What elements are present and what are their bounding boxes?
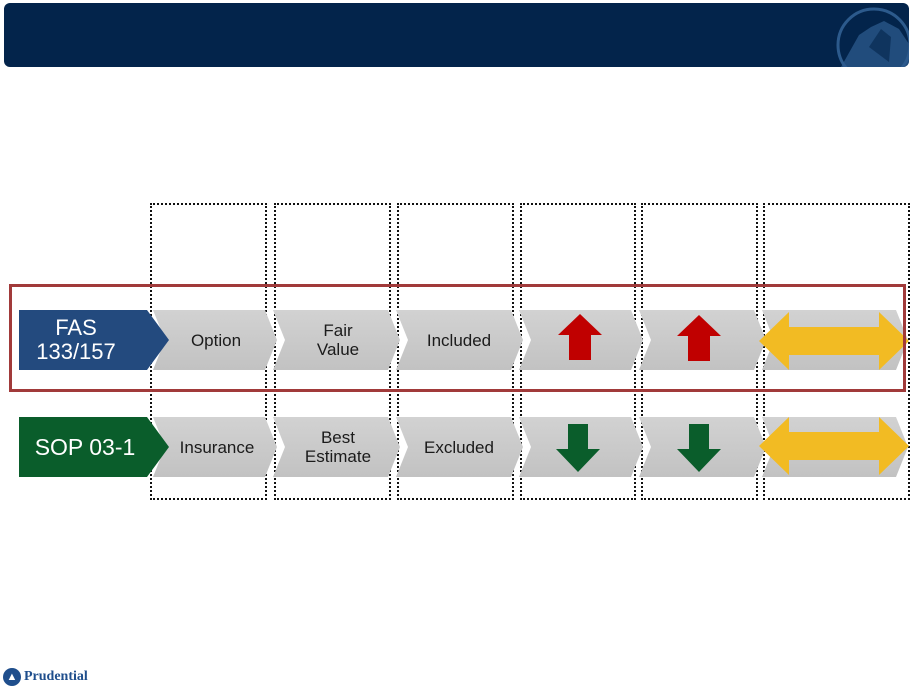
row-label-fas-line1: FAS (55, 315, 97, 340)
chevron-option (153, 310, 277, 370)
arrow-up-icon (558, 314, 602, 360)
row-label-fas: FAS 133/157 (19, 310, 169, 370)
double-arrow-icon (759, 312, 909, 370)
chevron-insurance (153, 417, 277, 477)
highlight-box (9, 284, 906, 392)
chevron-fair-value (273, 310, 400, 370)
cell-excluded-label: Excluded (424, 437, 494, 457)
header-bar (4, 3, 909, 67)
column-frame-6 (763, 203, 910, 500)
arrow-down-icon (677, 424, 721, 472)
chevron-excluded (396, 417, 523, 477)
arrow-down-icon (556, 424, 600, 472)
footer-logo-text: Prudential (24, 669, 88, 684)
cell-insurance-label: Insurance (179, 437, 255, 457)
row-label-sop-text: SOP 03-1 (34, 433, 136, 460)
prudential-rock-icon: ▲ (3, 668, 21, 686)
footer-logo: ▲ Prudential (3, 668, 88, 686)
rock-logo-icon (836, 7, 909, 67)
double-arrow-icon (759, 417, 909, 475)
cell-option-label: Option (190, 330, 242, 350)
row-label-sop: SOP 03-1 (19, 417, 169, 477)
chevron-included (396, 310, 523, 370)
row-label-fas-line2: 133/157 (36, 339, 116, 364)
arrow-up-icon (677, 315, 721, 361)
chevron-best-estimate (273, 417, 400, 477)
cell-included-label: Included (426, 330, 492, 350)
